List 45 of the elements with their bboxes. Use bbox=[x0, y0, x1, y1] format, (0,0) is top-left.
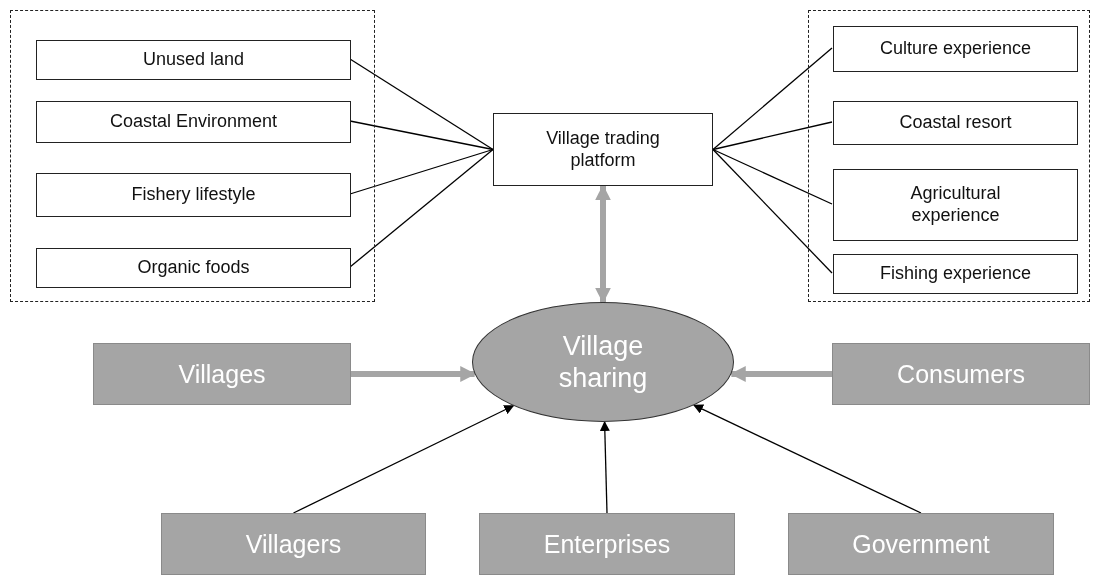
connector-line bbox=[349, 58, 494, 151]
stakeholder-box bbox=[479, 513, 735, 575]
node-label: Coastal resort bbox=[899, 112, 1012, 134]
arrow bbox=[595, 184, 611, 304]
stakeholder-box bbox=[788, 513, 1054, 575]
dashed-group-box bbox=[808, 10, 1090, 302]
connector-line bbox=[712, 47, 833, 151]
node-label: Village sharing bbox=[557, 329, 649, 395]
node-label: Agricultural experience bbox=[909, 183, 1002, 227]
node-label: Consumers bbox=[897, 359, 1025, 389]
connector-line bbox=[712, 148, 833, 274]
node-label: Fishery lifestyle bbox=[131, 184, 256, 206]
label-box bbox=[833, 26, 1078, 72]
stakeholder-box bbox=[832, 343, 1090, 405]
arrow bbox=[729, 366, 832, 382]
connector-line bbox=[712, 148, 833, 205]
node-label: Villagers bbox=[245, 529, 342, 559]
node-label: Villages bbox=[178, 359, 266, 389]
arrow bbox=[693, 404, 922, 514]
connector-line bbox=[349, 148, 494, 268]
dashed-group-box bbox=[10, 10, 375, 302]
node-label: Fishing experience bbox=[879, 263, 1032, 285]
arrow bbox=[599, 421, 610, 514]
node-label: Coastal Environment bbox=[109, 111, 278, 133]
node-label: Unused land bbox=[142, 49, 245, 71]
label-box bbox=[833, 254, 1078, 294]
label-box bbox=[36, 40, 351, 80]
connector-line bbox=[349, 148, 494, 195]
node-label: Enterprises bbox=[543, 529, 671, 559]
label-box bbox=[493, 113, 713, 186]
node-label: Culture experience bbox=[879, 38, 1032, 60]
stakeholder-box bbox=[161, 513, 426, 575]
arrow bbox=[292, 405, 515, 514]
node-label: Government bbox=[852, 529, 990, 559]
label-box bbox=[833, 101, 1078, 145]
label-box bbox=[36, 173, 351, 217]
arrow bbox=[351, 366, 477, 382]
node-label: Village trading platform bbox=[545, 127, 661, 172]
label-box bbox=[36, 101, 351, 143]
label-box bbox=[833, 169, 1078, 241]
stakeholder-box bbox=[93, 343, 351, 405]
node-label: Organic foods bbox=[137, 257, 250, 279]
label-box bbox=[36, 248, 351, 288]
connector-line bbox=[349, 120, 494, 151]
connector-line bbox=[712, 121, 833, 151]
